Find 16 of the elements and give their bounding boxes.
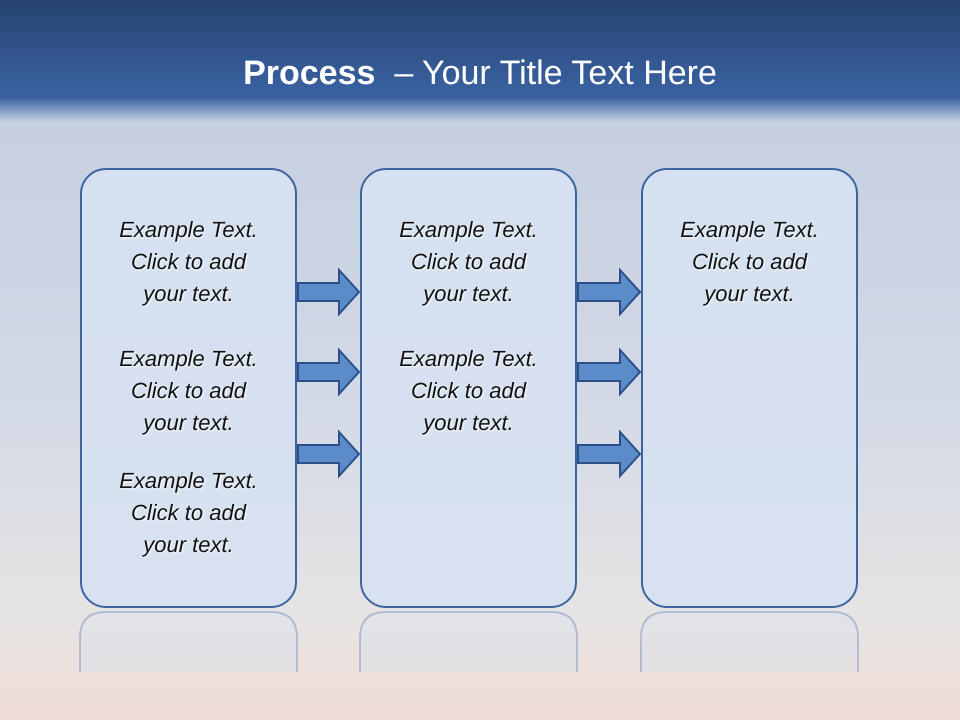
example-text: Example Text. Click to add your text. [118,467,259,559]
block-arrow [297,429,360,479]
block-arrow [297,267,360,317]
example-text: Example Text. Click to add your text. [398,216,539,308]
block-arrow [297,347,360,397]
process-column-box [360,168,577,608]
process-column-box [641,168,858,608]
process-column-box [80,168,297,608]
example-text: Example Text. Click to add your text. [679,216,820,308]
example-text: Example Text. Click to add your text. [118,216,259,308]
block-arrow [577,347,642,397]
example-text: Example Text. Click to add your text. [118,345,259,437]
block-arrow [577,429,642,479]
slide-title: Process – Your Title Text Here [242,54,718,93]
example-text: Example Text. Click to add your text. [398,345,539,437]
block-arrow [577,267,642,317]
